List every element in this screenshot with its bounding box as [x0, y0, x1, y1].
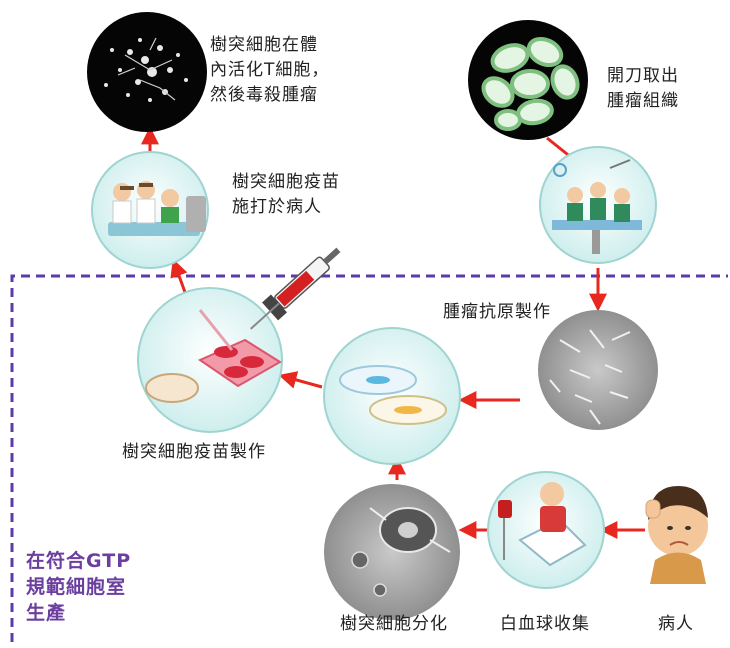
label-activation-line-1: 樹突細胞在體 — [210, 35, 318, 55]
gtp-zone-label-line-2: 規範細胞室 — [26, 576, 127, 598]
syringe-icon — [250, 247, 341, 330]
label-antigen: 腫瘤抗原製作 — [443, 302, 551, 322]
label-surgery-line-1: 開刀取出 — [607, 66, 679, 86]
flow-arrows — [141, 126, 645, 539]
label-surgery: 開刀取出 腫瘤組織 — [607, 64, 679, 114]
gtp-zone-label-line-1: 在符合GTP — [26, 550, 132, 572]
label-activation-line-3: 然後毒殺腫瘤 — [210, 85, 318, 105]
blood-collection-icon — [487, 471, 605, 589]
label-differentiation: 樹突細胞分化 — [340, 614, 448, 634]
label-inject: 樹突細胞疫苗 施打於病人 — [232, 170, 340, 220]
tcell-activation-icon — [87, 12, 207, 132]
petri-dish-icon — [323, 327, 461, 465]
label-inject-line-2: 施打於病人 — [232, 197, 322, 217]
differentiation-icon — [324, 484, 460, 620]
label-patient: 病人 — [658, 614, 694, 634]
label-surgery-line-2: 腫瘤組織 — [607, 91, 679, 111]
patient-icon — [645, 486, 708, 584]
label-activation: 樹突細胞在體 內活化T細胞， 然後毒殺腫瘤 — [210, 33, 329, 108]
gtp-zone-label-line-3: 生產 — [26, 602, 67, 624]
arrow-culture-to-vaccination — [170, 258, 188, 296]
surgery-icon — [539, 146, 657, 264]
label-activation-line-2: 內活化T細胞， — [210, 60, 330, 80]
gtp-zone-label: 在符合GTP 規範細胞室 生產 — [26, 548, 131, 626]
arrow-petri-to-culture — [278, 371, 323, 389]
vaccination-icon — [91, 151, 209, 269]
tumor-cells-icon — [468, 20, 588, 140]
gtp-zone-border — [10, 274, 728, 642]
culture-dish-icon — [137, 287, 283, 433]
label-inject-line-1: 樹突細胞疫苗 — [232, 172, 340, 192]
label-vaccine-prep: 樹突細胞疫苗製作 — [122, 442, 266, 462]
tumor-antigen-icon — [538, 310, 658, 430]
label-wbc-collection: 白血球收集 — [500, 614, 590, 634]
